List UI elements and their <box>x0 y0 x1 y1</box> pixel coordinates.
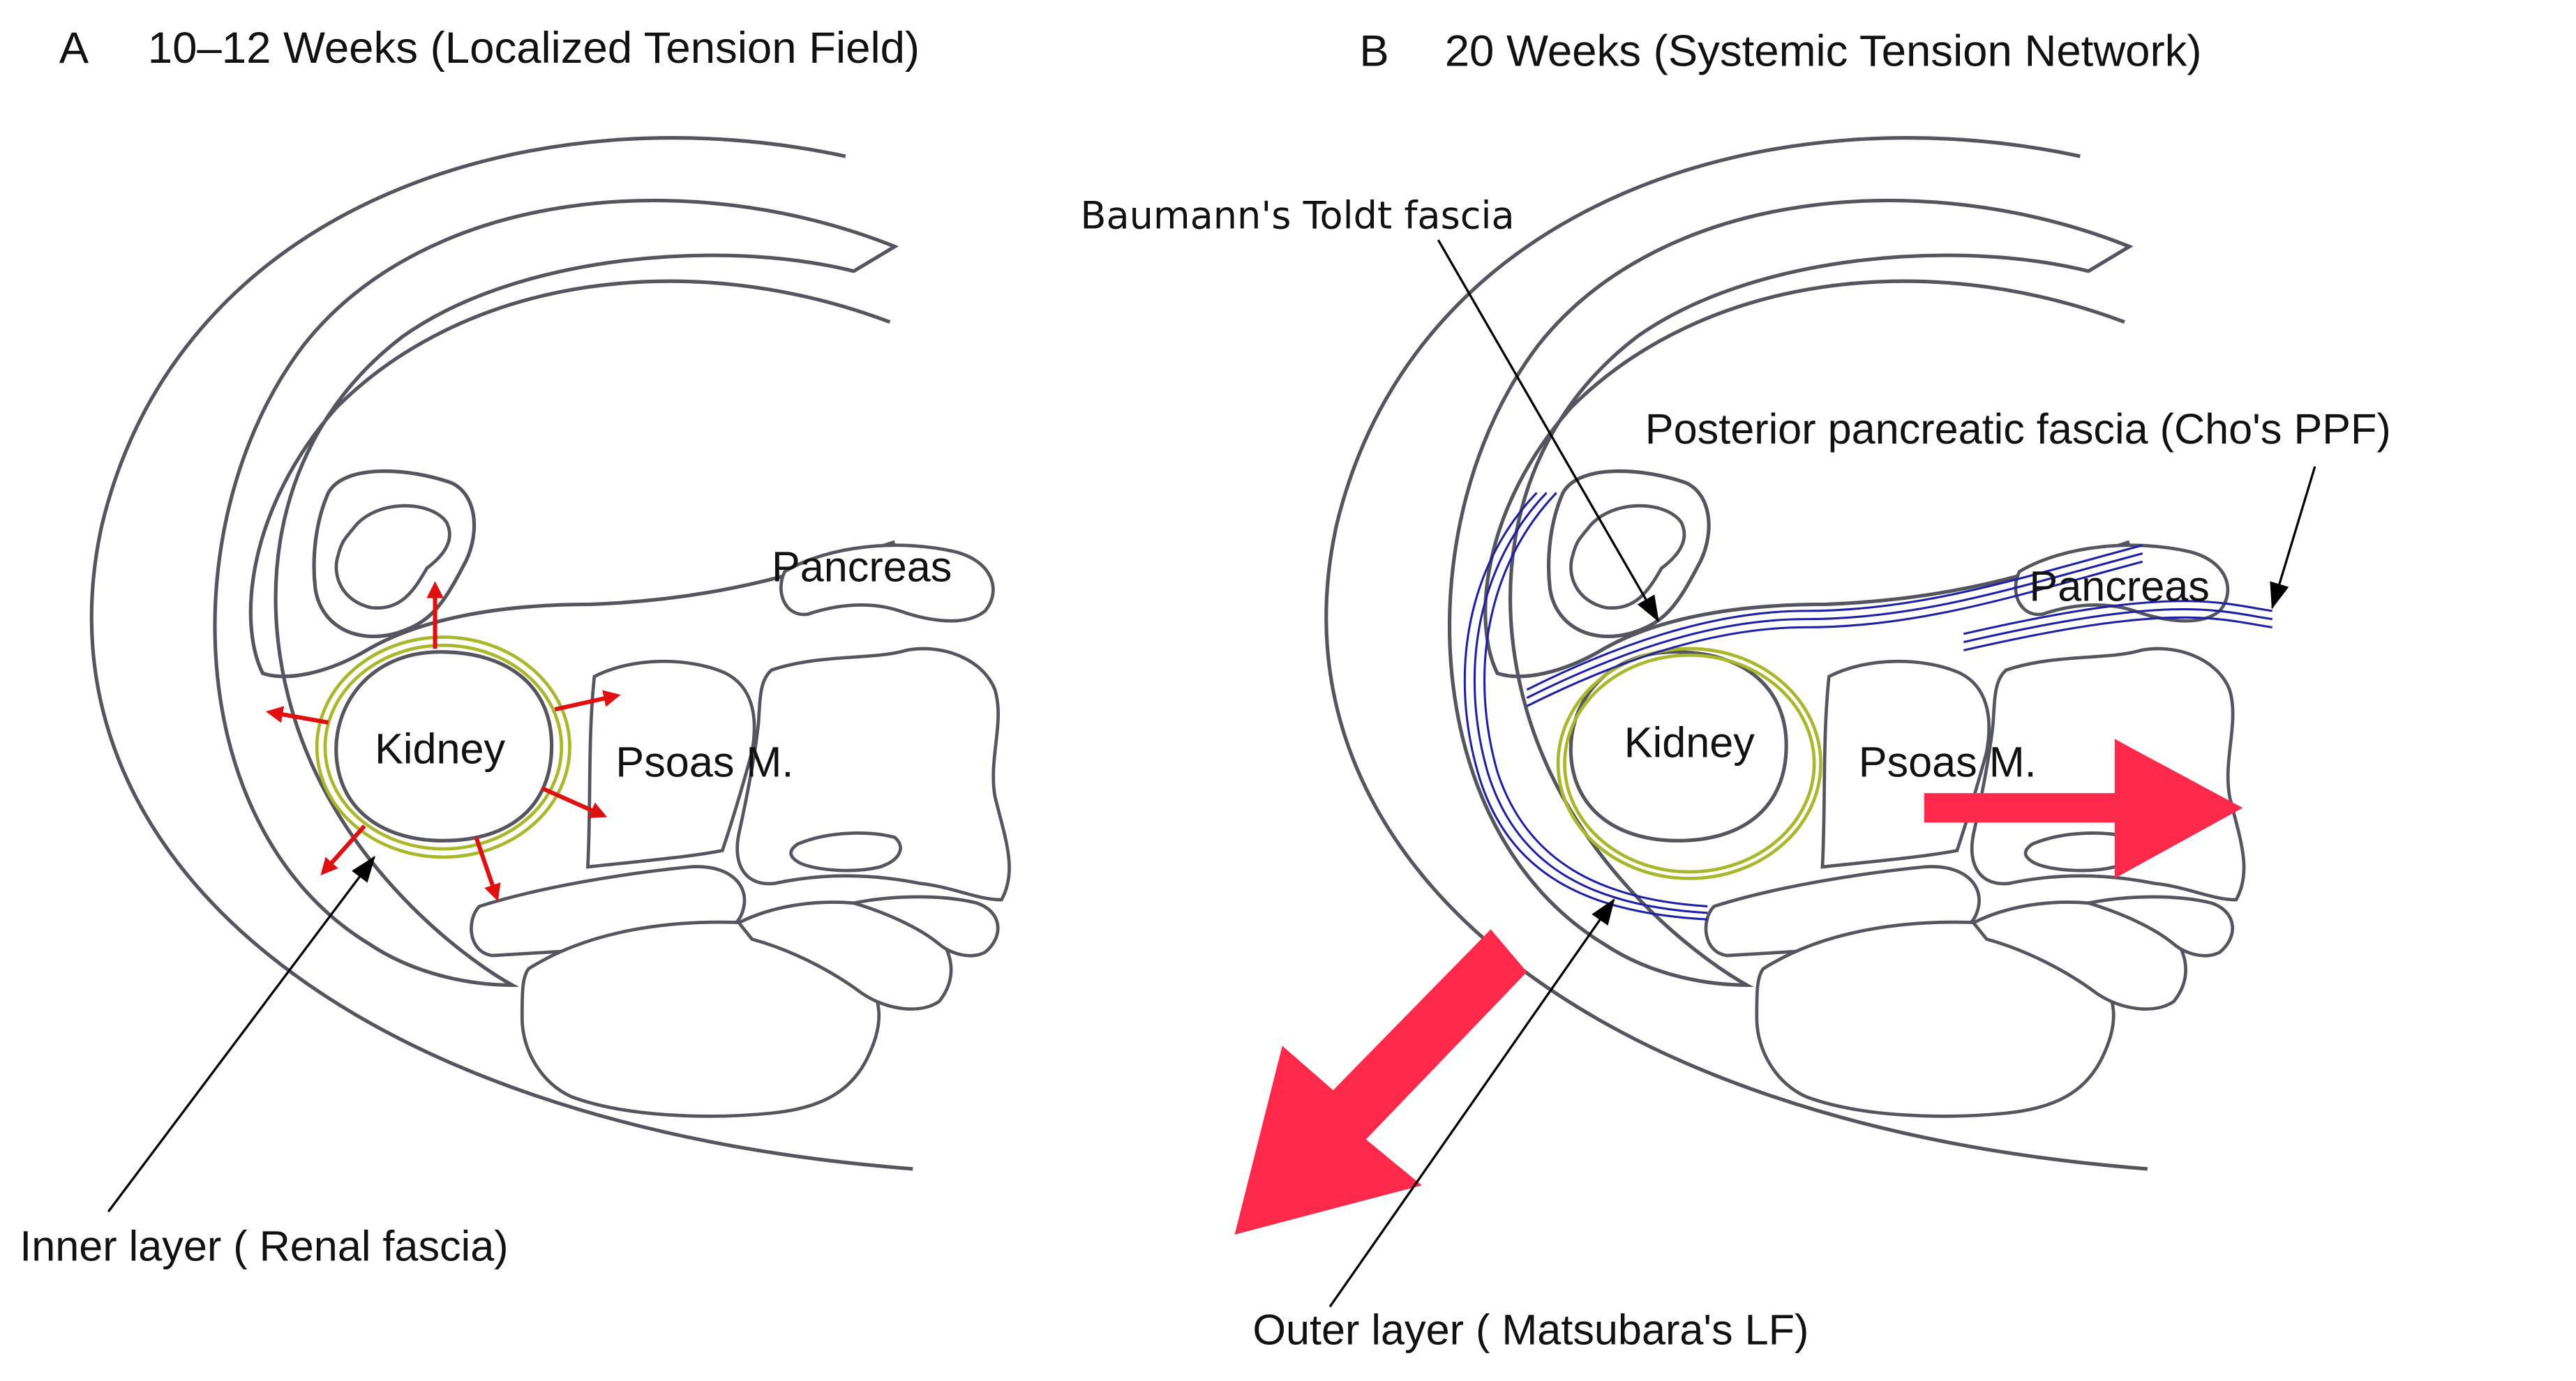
tension-arrow-large-right <box>1924 739 2243 879</box>
panel-a-title: 10–12 Weeks (Localized Tension Field) <box>148 23 920 73</box>
panel-b-renal-capsule <box>1556 647 1822 880</box>
tension-arrow-large-lower-left <box>1234 929 1527 1235</box>
panel-b-pancreas-label: Pancreas <box>2029 563 2209 610</box>
tension-arrow-lower-left <box>320 824 366 875</box>
panel-b-ppf-leader <box>2270 466 2316 610</box>
panel-a-letter: A <box>59 23 89 73</box>
panel-a-anatomy <box>91 138 1009 1169</box>
panel-b-outer-layer-leader <box>1328 898 1615 1308</box>
panel-a-psoas-label: Psoas M. <box>615 739 793 786</box>
panel-b-letter: B <box>1359 27 1388 76</box>
panel-a-tension-arrows <box>265 581 621 902</box>
panel-b-fascia-network <box>1463 492 2272 921</box>
panel-b-title: 20 Weeks (Systemic Tension Network) <box>1445 27 2202 76</box>
panel-b-kidney-label: Kidney <box>1624 718 1755 766</box>
panel-a: A 10–12 Weeks (Localized Tension Field) … <box>20 23 1009 1270</box>
panel-a-renal-fascia <box>315 635 571 859</box>
panel-a-inner-layer-label: Inner layer ( Renal fascia) <box>20 1223 508 1270</box>
panel-a-inner-layer-leader <box>107 855 375 1213</box>
panel-b-toldt-leader <box>1437 239 1660 623</box>
tension-arrow-down <box>474 836 501 902</box>
panel-b-psoas-label: Psoas M. <box>1859 739 2037 786</box>
panel-b-toldt-label: Baumann's Toldt fascia <box>1080 194 1514 238</box>
panel-b-ppf-label: Posterior pancreatic fascia (Cho's PPF) <box>1645 405 2391 453</box>
panel-b-outer-layer-label: Outer layer ( Matsubara's LF) <box>1252 1306 1809 1354</box>
panel-a-kidney-label: Kidney <box>375 725 505 773</box>
panel-b-tension-arrows <box>1234 739 2243 1235</box>
panel-a-pancreas-label: Pancreas <box>772 543 952 591</box>
panel-b: B 20 Weeks (Systemic Tension Network) <box>1080 27 2390 1354</box>
tension-arrow-right <box>541 786 608 818</box>
tension-arrow-left <box>265 706 329 725</box>
tension-arrow-upper-right <box>554 690 621 712</box>
